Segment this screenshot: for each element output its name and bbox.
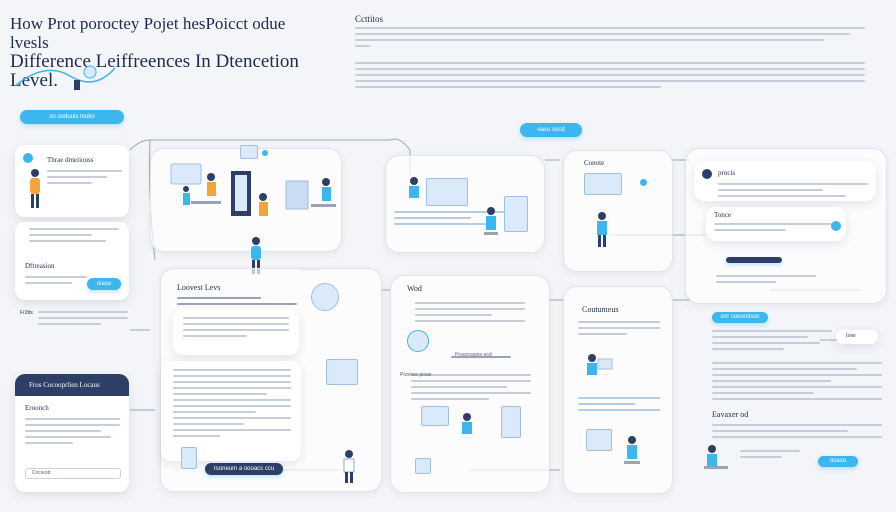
lowest-lines xyxy=(177,297,297,309)
navy-card: Fros Cocooprlien Locaus Eroonch Cocieod xyxy=(15,374,129,492)
right-footer-lines xyxy=(740,450,800,462)
woman-figure-icon xyxy=(30,169,40,208)
top-scene-panel xyxy=(150,148,342,252)
lowest-card-1-lines xyxy=(183,317,289,341)
right-text-3 xyxy=(712,424,882,442)
left-code-label: Fr2tts xyxy=(20,310,33,316)
desk-person-icon xyxy=(409,177,419,198)
prefs-panel: procis Tonce xyxy=(685,148,887,304)
word-person-icon xyxy=(462,413,472,434)
customers-person-icon xyxy=(587,354,613,375)
three-headline-card: Thrae dmeiiouss xyxy=(15,145,129,217)
word-monitor xyxy=(421,406,449,426)
tone-lines xyxy=(714,223,834,235)
intro-heading: Ccttitos xyxy=(355,14,384,24)
contrast-panel: Conote xyxy=(563,150,673,272)
lowest-card-1 xyxy=(173,309,299,355)
customers-title: Coutumeus xyxy=(582,305,619,314)
prefs-avatar xyxy=(702,169,712,179)
customers-screen xyxy=(586,429,612,451)
customers-sitting-icon xyxy=(624,436,640,464)
difference-title: Dftreasion xyxy=(25,262,55,270)
tone-badge-card: lose xyxy=(836,330,878,344)
word-title: Wod xyxy=(407,284,422,293)
page-title: How Prot porocteу Pojet hesPoicct odue l… xyxy=(10,14,310,90)
three-headline-lines xyxy=(47,170,122,188)
browser-window xyxy=(426,178,468,206)
word-lines xyxy=(415,302,525,326)
stat-a: Prooonaooo ecd xyxy=(455,352,492,358)
word-device xyxy=(415,458,431,474)
prefs-lines xyxy=(718,183,868,201)
word-avatar xyxy=(407,330,429,352)
right-text-2 xyxy=(712,362,882,404)
lowest-person-icon xyxy=(343,450,355,483)
tone-card: Tonce xyxy=(706,207,846,241)
contrast-person-icon xyxy=(597,212,607,247)
navy-card-header-label: Fros Cocooprlien Locaus xyxy=(29,381,100,389)
bottom-center-button[interactable]: rsoneum a oooacs ccu xyxy=(205,463,283,475)
office-scene-icon xyxy=(170,163,336,216)
lowest-panel: Loovest Levs rsoneum a oooacs ccu xyxy=(160,268,382,492)
lowest-title: Loovest Levs xyxy=(177,283,221,292)
screens-panel xyxy=(385,155,545,253)
tone-title: Tonce xyxy=(714,211,732,219)
wave-illustration-icon xyxy=(14,65,116,90)
word-phone xyxy=(501,406,521,438)
sitting-person-icon xyxy=(484,207,498,235)
evaxer-title: Eavaxer od xyxy=(712,410,749,419)
monitor-icon xyxy=(240,145,258,159)
navy-card-header xyxy=(15,374,129,396)
panel-lines xyxy=(394,211,504,229)
contrast-screen xyxy=(584,173,622,195)
stat-b: Pooowe pioas xyxy=(400,372,432,378)
prefs-dot xyxy=(831,221,841,231)
standing-man-icon xyxy=(251,237,261,274)
intro-paragraph-1 xyxy=(355,27,865,51)
right-bottom-button[interactable]: ooaso xyxy=(818,456,858,467)
tone-progress xyxy=(726,257,782,263)
bottom-left-lines xyxy=(25,418,120,448)
left-card-button[interactable]: oiaso xyxy=(87,278,121,290)
left-text-block xyxy=(38,311,128,329)
lowest-screen xyxy=(326,359,358,385)
phone-screen xyxy=(504,196,528,232)
three-headline-title: Thrae dmeiiouss xyxy=(47,156,94,164)
prefs-title: procis xyxy=(718,169,736,177)
top-left-button[interactable]: sn ooduuis tooko xyxy=(20,110,124,124)
lowest-dot xyxy=(311,283,339,311)
word-panel: Wod xyxy=(390,275,550,493)
top-center-button[interactable]: oaso socd xyxy=(520,123,582,137)
word-list xyxy=(411,374,531,404)
bottom-left-input[interactable]: Cocieod xyxy=(25,468,121,479)
word-detail-lines xyxy=(451,356,511,362)
lowest-card-2-lines xyxy=(173,369,291,441)
prefs-footer-lines xyxy=(716,275,816,287)
difference-card: Dftreasion oiaso xyxy=(15,222,129,300)
bottom-left-title: Eroonch xyxy=(25,404,49,412)
customers-lines xyxy=(578,321,660,339)
prefs-card: procis xyxy=(694,161,876,201)
right-text-1 xyxy=(712,330,832,354)
right-mid-button[interactable]: srrr conootisoc xyxy=(712,312,768,323)
difference-lines xyxy=(29,228,119,246)
right-person-icon xyxy=(704,445,728,469)
customers-list xyxy=(578,397,660,415)
title-line-2: Difference Leiffreences In Dtencetion Le… xyxy=(10,51,299,91)
intro-paragraph-2 xyxy=(355,62,865,92)
difference-detail-lines xyxy=(25,276,87,288)
customers-panel: Coutumeus xyxy=(563,286,673,494)
contrast-title: Conote xyxy=(584,159,605,167)
title-line-1: How Prot porocteу Pojet hesPoicct odue l… xyxy=(10,14,286,52)
contrast-dot xyxy=(640,179,647,186)
lowest-card-2 xyxy=(161,361,301,461)
info-icon xyxy=(23,153,33,163)
lowest-doc-icon xyxy=(181,447,197,469)
node-dot xyxy=(262,150,268,156)
tone-badge-label: lose xyxy=(846,333,856,339)
